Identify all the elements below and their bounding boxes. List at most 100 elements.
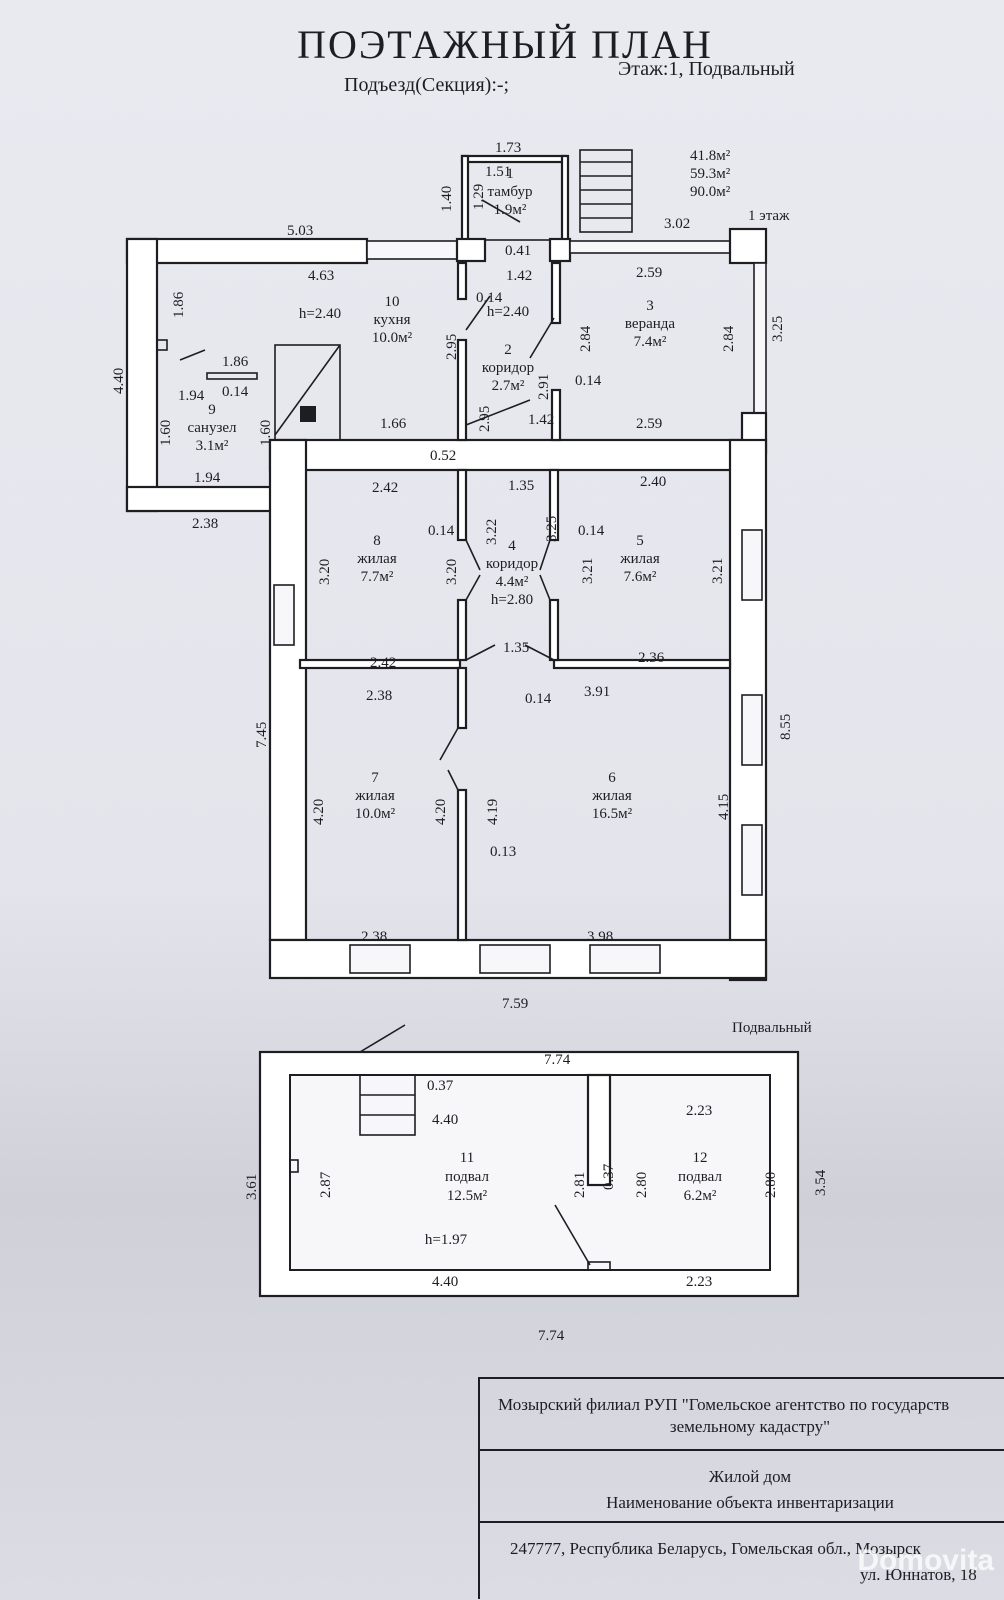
dim-label: 1.66 <box>380 416 407 432</box>
dim-label: 1.86 <box>222 354 249 370</box>
first-floor-walls <box>125 149 768 982</box>
dim-label: 1.51 <box>485 164 511 180</box>
dim-label: 3.02 <box>664 216 690 232</box>
dim-label: 4.40 <box>432 1112 458 1128</box>
dim-label: 7.74 <box>544 1052 571 1068</box>
entrance-stairs <box>579 149 633 233</box>
room-5: 5 жилая 7.6м² <box>619 533 660 585</box>
dim-label: 1.42 <box>506 268 532 284</box>
room-area: 7.4м² <box>634 334 667 350</box>
room-number: 4 <box>508 538 516 554</box>
room-labels: 1 тамбур 1.9м² h=2.40 2 коридор 2.7м² 3 … <box>187 166 722 1248</box>
dim-label: 2.80 <box>763 1172 779 1198</box>
room-name: жилая <box>354 788 395 804</box>
room-area: 7.7м² <box>361 569 394 585</box>
dim-label: 2.38 <box>361 929 387 945</box>
dim-label: 3.25 <box>544 516 560 542</box>
address-line-1: 247777, Республика Беларусь, Гомельская … <box>510 1539 921 1558</box>
address-line-2: ул. Юннатов, 18 <box>860 1565 977 1584</box>
dim-label: 7.59 <box>502 996 528 1012</box>
dim-label: 1.42 <box>528 412 554 428</box>
dim-label: 1.40 <box>439 186 455 212</box>
room-7: 7 жилая 10.0м² <box>354 770 395 822</box>
floor1-label: 1 этаж <box>748 208 790 224</box>
basement-label: Подвальный <box>732 1020 812 1036</box>
room-number: 12 <box>693 1150 708 1166</box>
dim-label: 2.84 <box>721 325 737 352</box>
dim-label: 3.22 <box>484 519 500 545</box>
room-height: h=2.40 <box>487 304 529 320</box>
watermark-logo: Domovita <box>857 1544 994 1577</box>
room-area: 7.6м² <box>624 569 657 585</box>
dim-label: 3.21 <box>710 558 726 584</box>
dim-label: 4.20 <box>433 799 449 825</box>
room-height: h=2.80 <box>491 592 533 608</box>
dim-label: 2.84 <box>578 325 594 352</box>
dim-label: 1.94 <box>178 388 205 404</box>
room-area: 3.1м² <box>196 438 229 454</box>
dim-label: 2.59 <box>636 416 662 432</box>
dim-label: 7.45 <box>254 722 270 748</box>
dim-label: 4.20 <box>311 799 327 825</box>
room-number: 2 <box>504 342 512 358</box>
room-number: 1 <box>506 166 514 182</box>
room-number: 10 <box>385 294 400 310</box>
room-name: коридор <box>486 556 538 572</box>
room-area: 1.9м² <box>494 202 527 218</box>
entrance-label: Подъезд(Секция):-; <box>344 74 509 96</box>
room-name: тамбур <box>488 184 533 200</box>
dim-label: 2.95 <box>444 334 460 360</box>
dim-label: 2.80 <box>634 1172 650 1198</box>
room-1: 1 тамбур 1.9м² <box>488 166 533 218</box>
dim-label: 1.94 <box>194 470 221 486</box>
dim-label: 4.63 <box>308 268 334 284</box>
dim-label: 2.23 <box>686 1103 712 1119</box>
dim-label: 0.14 <box>578 523 605 539</box>
dim-label: 7.74 <box>538 1328 565 1344</box>
dim-label: 3.91 <box>584 684 610 700</box>
room-name: кухня <box>373 312 410 328</box>
room-6: 6 жилая 16.5м² <box>591 770 632 822</box>
room-9: 9 санузел 3.1м² <box>187 402 237 454</box>
org-line-2: земельному кадастру" <box>669 1417 831 1436</box>
dim-label: 4.40 <box>432 1274 458 1290</box>
dim-label: 3.61 <box>244 1174 260 1200</box>
dim-label: 0.37 <box>427 1078 454 1094</box>
room-2: h=2.40 2 коридор 2.7м² <box>482 304 534 394</box>
room-12: 12 подвал 6.2м² <box>678 1150 722 1204</box>
dim-label: 1.86 <box>171 291 187 318</box>
total-area-1: 41.8м² <box>690 148 731 164</box>
title-block-divider <box>480 1521 1004 1523</box>
total-area-2: 59.3м² <box>690 166 731 182</box>
dim-label: 1.29 <box>471 184 487 210</box>
room-name: жилая <box>356 551 397 567</box>
dim-label: 2.59 <box>636 265 662 281</box>
room-height: h=2.40 <box>299 306 341 322</box>
dim-label: 2.87 <box>318 1171 334 1198</box>
dim-label: 2.42 <box>370 655 396 671</box>
dim-label: 2.91 <box>536 374 552 400</box>
dim-label: 0.14 <box>575 373 602 389</box>
dim-label: 3.25 <box>770 316 786 342</box>
dim-label: 8.55 <box>778 714 794 740</box>
dim-label: 2.81 <box>572 1172 588 1198</box>
room-number: 11 <box>460 1150 474 1166</box>
dim-label: 2.42 <box>372 480 398 496</box>
dim-label: 0.37 <box>601 1163 617 1190</box>
room-4: 4 коридор 4.4м² h=2.80 <box>486 538 538 608</box>
room-area: 6.2м² <box>684 1188 717 1204</box>
dim-label: 2.38 <box>192 516 218 532</box>
dim-label: 1.73 <box>495 140 521 156</box>
room-name: подвал <box>678 1169 722 1185</box>
room-8: 8 жилая 7.7м² <box>356 533 397 585</box>
room-name: санузел <box>187 420 237 436</box>
total-area-3: 90.0м² <box>690 184 731 200</box>
room-number: 9 <box>208 402 216 418</box>
room-3: 3 веранда 7.4м² <box>625 298 675 350</box>
room-area: 4.4м² <box>496 574 529 590</box>
room-area: 12.5м² <box>447 1188 488 1204</box>
dim-label: 0.52 <box>430 448 456 464</box>
room-area: 10.0м² <box>372 330 413 346</box>
room-name: веранда <box>625 316 675 332</box>
